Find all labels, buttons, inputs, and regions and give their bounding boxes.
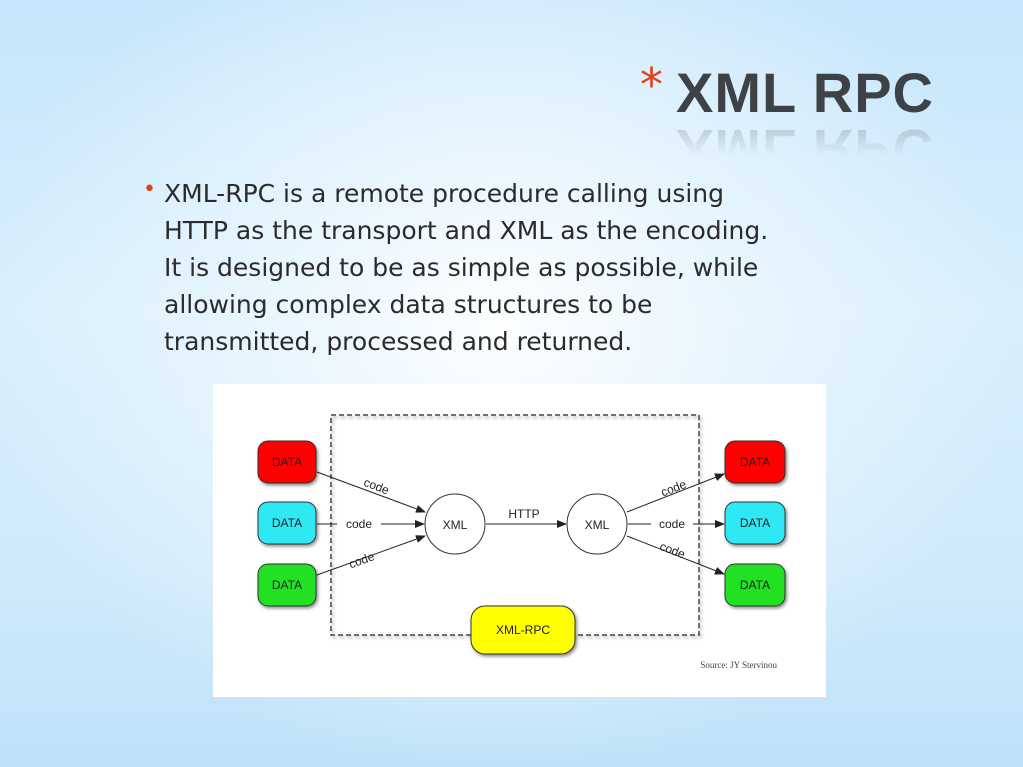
left-data-box-1: DATA — [257, 440, 317, 484]
right-edge-2-label: code — [659, 517, 685, 531]
right-data-box-1-label: DATA — [740, 455, 770, 469]
left-data-box-3-shape — [257, 563, 317, 607]
left-data-box-1-label: DATA — [272, 455, 302, 469]
left-edge-2-label: code — [346, 517, 372, 531]
right-data-box-1-shape — [724, 440, 786, 484]
right-data-box-1: DATA — [724, 440, 786, 484]
diagram-source-caption: Source: JY Stervinou — [700, 660, 777, 670]
xml-rpc-box: XML-RPC — [470, 605, 576, 655]
bullet-line: transmitted, processed and returned. — [164, 327, 633, 356]
right-edge-1-label: code — [659, 477, 689, 500]
right-data-box-3-label: DATA — [740, 578, 770, 592]
right-data-box-3: DATA — [724, 563, 786, 607]
bullet-marker: • — [143, 177, 156, 202]
left-edge-3-label: code — [347, 549, 377, 571]
left-data-box-3: DATA — [257, 563, 317, 607]
right-data-box-3-shape — [724, 563, 786, 607]
title-asterisk: * — [640, 58, 663, 112]
right-xml-node: XML — [566, 493, 628, 555]
right-data-box-2-label: DATA — [740, 516, 770, 530]
left-data-box-2-shape — [257, 501, 317, 545]
right-xml-node-shape — [566, 493, 628, 555]
xml-rpc-box-label: XML-RPC — [496, 623, 550, 637]
right-xml-node-label: XML — [585, 518, 610, 532]
left-edge-3 — [316, 535, 426, 576]
bullet-line: XML-RPC is a remote procedure calling us… — [164, 179, 725, 208]
right-data-box-2: DATA — [724, 501, 786, 545]
left-data-box-3-label: DATA — [272, 578, 302, 592]
left-xml-node: XML — [424, 493, 486, 555]
bullet-text: XML-RPC is a remote procedure calling us… — [164, 175, 832, 360]
title-reflection: XML RPC — [676, 118, 934, 181]
title-text: XML RPC — [676, 61, 934, 124]
left-data-box-2-label: DATA — [272, 516, 302, 530]
rpc-boundary — [330, 414, 700, 636]
left-xml-node-shape — [424, 493, 486, 555]
left-edge-1 — [316, 471, 426, 513]
diagram-canvas: DATA DATA DATA XML XML DATA DATA — [257, 414, 786, 670]
bullet-line: HTTP as the transport and XML as the enc… — [164, 216, 769, 245]
slide-title: * XML RPC XML RPC — [640, 52, 1000, 181]
right-edge-1 — [626, 473, 725, 513]
left-data-box-2: DATA — [257, 501, 317, 545]
right-edge-3 — [626, 535, 725, 575]
right-edge-3-label: code — [658, 539, 688, 562]
bullet-line: allowing complex data structures to be — [164, 290, 653, 319]
bullet-line: It is designed to be as simple as possib… — [164, 253, 759, 282]
xml-rpc-diagram: DATA DATA DATA XML XML DATA DATA — [213, 384, 826, 697]
right-data-box-2-shape — [724, 501, 786, 545]
xml-rpc-box-shape — [470, 605, 576, 655]
left-data-box-1-shape — [257, 440, 317, 484]
left-xml-node-label: XML — [443, 518, 468, 532]
http-edge-label: HTTP — [508, 507, 539, 521]
